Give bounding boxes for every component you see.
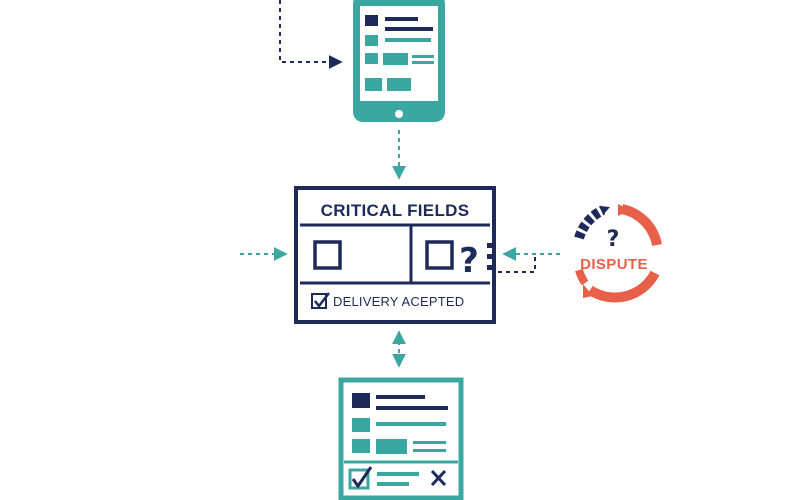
delivery-accepted-label: DELIVERY ACEPTED — [333, 294, 464, 309]
close-icon — [430, 469, 447, 487]
dispute-label: DISPUTE — [580, 256, 648, 273]
field-checkbox-right[interactable] — [425, 240, 454, 270]
dispute-question-mark: ? — [607, 227, 620, 252]
connector-dispute-return — [498, 257, 536, 273]
check-icon — [314, 292, 330, 309]
dispute-link-ticks — [487, 243, 493, 270]
critical-fields-title: CRITICAL FIELDS — [321, 201, 470, 220]
signed-form-icon — [338, 377, 464, 500]
signed-checkbox — [348, 468, 370, 490]
tablet-form-icon — [353, 0, 445, 122]
check-icon — [351, 466, 373, 489]
connector-top-left — [279, 0, 343, 69]
uncertain-question-mark: ? — [459, 241, 479, 281]
critical-fields-panel: CRITICAL FIELDS ? DELIVERY ACEPTED — [294, 186, 496, 324]
field-checkbox-left[interactable] — [313, 240, 342, 270]
dispute-cycle-icon: ? DISPUTE — [574, 204, 662, 303]
